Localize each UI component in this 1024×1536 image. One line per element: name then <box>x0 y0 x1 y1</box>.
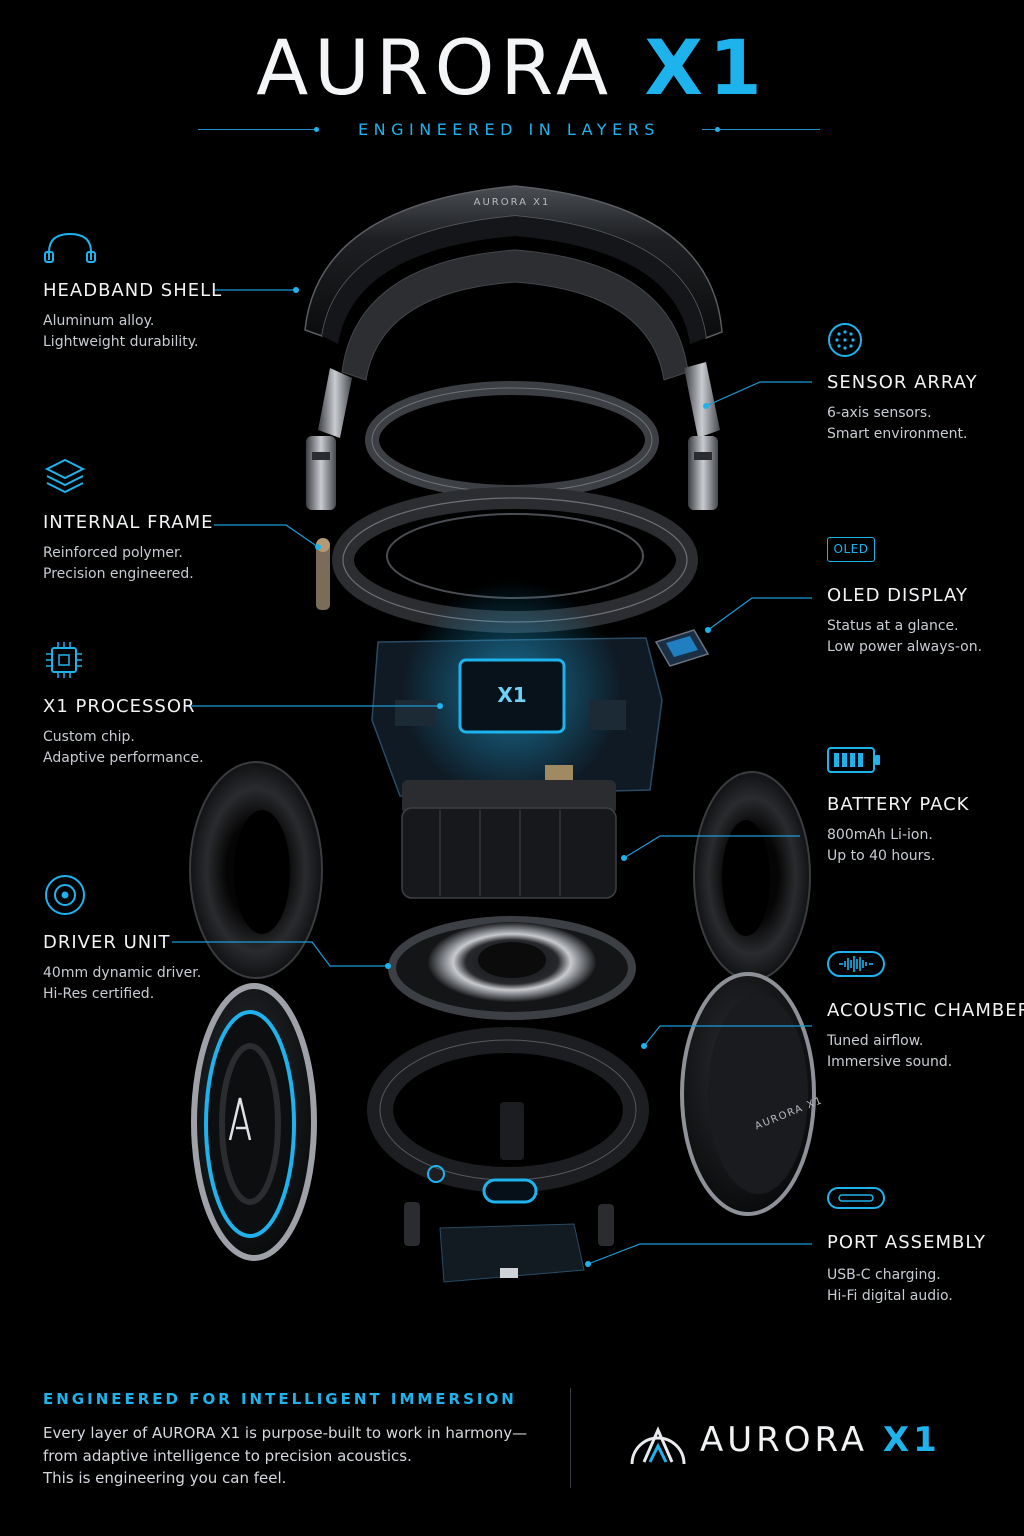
footer-line2: from adaptive intelligence to precision … <box>43 1446 412 1465</box>
port-line1: USB-C charging. <box>827 1267 941 1283</box>
acoustic-line2: Immersive sound. <box>827 1054 953 1070</box>
frame-line1: Reinforced polymer. <box>43 545 183 561</box>
battery-pack-part <box>401 780 617 899</box>
headband-line2: Lightweight durability. <box>43 334 199 350</box>
tagline-rule-left <box>198 129 316 130</box>
waveform-icon <box>827 950 885 982</box>
battery-icon <box>827 746 881 778</box>
oled-line1: Status at a glance. <box>827 618 959 634</box>
aurora-logo-icon <box>630 1426 686 1465</box>
tagline-row: ENGINEERED IN LAYERS <box>198 119 820 141</box>
footer-line1: Every layer of AURORA X1 is purpose-buil… <box>43 1424 528 1442</box>
left-ear-cup-part <box>191 983 317 1261</box>
processor-board-part: X1 <box>371 580 663 800</box>
oled-display-part <box>654 629 710 667</box>
frame-line2: Precision engineered. <box>43 566 194 582</box>
speaker-icon <box>43 874 87 920</box>
sensor-line2: Smart environment. <box>827 426 968 442</box>
sensor-title: SENSOR ARRAY <box>827 372 978 393</box>
footer-logo-text: AURORA X1 <box>700 1420 941 1460</box>
right-ear-cup-part: AURORA X1 <box>680 972 825 1216</box>
title-brand: AURORA <box>256 23 615 112</box>
usb-c-icon <box>827 1186 885 1214</box>
acoustic-line1: Tuned airflow. <box>827 1033 924 1049</box>
footer-logo-model: X1 <box>882 1420 941 1460</box>
headband-engraving: AURORA X1 <box>474 197 551 208</box>
right-hinge-part <box>684 362 720 510</box>
title-model: X1 <box>644 23 768 112</box>
sensor-grid-icon <box>827 322 863 362</box>
oled-badge-icon: OLED <box>827 537 875 562</box>
frame-title: INTERNAL FRAME <box>43 512 214 533</box>
acoustic-chamber-part <box>367 1027 649 1204</box>
battery-title: BATTERY PACK <box>827 794 970 815</box>
oled-title: OLED DISPLAY <box>827 585 968 606</box>
footer-divider <box>570 1388 571 1488</box>
page-title: AURORA X1 <box>0 30 1024 106</box>
driver-line2: Hi-Res certified. <box>43 986 155 1002</box>
footer-line3: This is engineering you can feel. <box>43 1469 287 1487</box>
headband-title: HEADBAND SHELL <box>43 280 223 301</box>
processor-line2: Adaptive performance. <box>43 750 204 766</box>
port-board-part <box>404 1202 614 1283</box>
driver-line1: 40mm dynamic driver. <box>43 965 202 981</box>
headband-icon <box>43 230 97 268</box>
chip-label: X1 <box>497 683 526 707</box>
acoustic-title: ACOUSTIC CHAMBER <box>827 1000 1024 1021</box>
headband-shell-part: AURORA X1 <box>304 185 723 344</box>
tagline: ENGINEERED IN LAYERS <box>358 120 660 139</box>
port-title: PORT ASSEMBLY <box>827 1232 986 1253</box>
tagline-dot-right <box>715 127 720 132</box>
oled-line2: Low power always-on. <box>827 639 983 655</box>
tagline-rule-right <box>702 129 820 130</box>
tagline-dot-left <box>314 127 319 132</box>
footer-logo: AURORA X1 <box>628 1414 974 1470</box>
sensor-line1: 6-axis sensors. <box>827 405 932 421</box>
footer-heading: ENGINEERED FOR INTELLIGENT IMMERSION <box>43 1390 517 1408</box>
battery-line1: 800mAh Li-ion. <box>827 827 933 843</box>
footer-logo-brand: AURORA <box>700 1420 869 1460</box>
processor-title: X1 PROCESSOR <box>43 696 196 717</box>
layers-icon <box>43 456 87 500</box>
processor-line1: Custom chip. <box>43 729 135 745</box>
left-ear-cushion-part <box>189 761 323 979</box>
port-line2: Hi-Fi digital audio. <box>827 1288 953 1304</box>
battery-line2: Up to 40 hours. <box>827 848 936 864</box>
footer-body: Every layer of AURORA X1 is purpose-buil… <box>43 1422 527 1490</box>
driver-title: DRIVER UNIT <box>43 932 171 953</box>
left-hinge-part <box>306 368 352 510</box>
chip-icon <box>43 640 85 684</box>
driver-unit-part <box>388 916 636 1020</box>
right-ear-cushion-part <box>693 771 811 981</box>
headband-line1: Aluminum alloy. <box>43 313 155 329</box>
